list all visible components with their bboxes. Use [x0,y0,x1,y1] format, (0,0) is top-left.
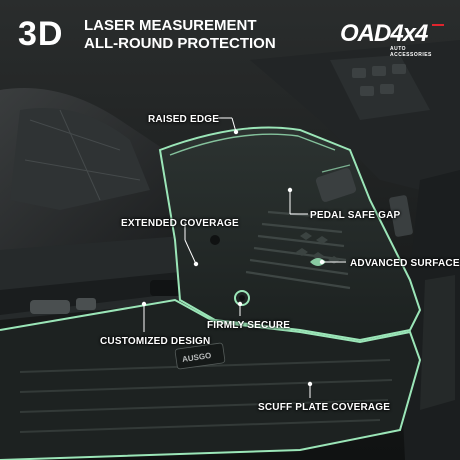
callout-firmly-secure: FIRMLY SECURE [207,320,291,331]
headline-3d: 3D [18,15,64,53]
headline-line-2: ALL-ROUND PROTECTION [84,35,276,52]
logo-wordmark: OAD4x4 [340,20,428,47]
logo-red-accent [432,24,444,26]
callout-customized-design: CUSTOMIZED DESIGN [100,336,211,347]
scuff-plate [0,298,422,460]
pedals [315,164,413,237]
callout-pedal-safe-gap: PEDAL SAFE GAP [310,210,401,221]
callout-raised-edge: RAISED EDGE [148,114,220,125]
callout-advanced-surface: ADVANCED SURFACE [350,258,460,269]
callout-extended-coverage: EXTENDED COVERAGE [121,218,239,229]
seat [0,88,215,320]
logo-tagline: AUTO ACCESSORIES [390,46,432,58]
brand-logo: OAD4x4 AUTO ACCESSORIES [340,20,448,58]
headline-line-1: LASER MEASUREMENT [84,17,257,34]
callout-scuff-plate-coverage: SCUFF PLATE COVERAGE [258,402,391,413]
